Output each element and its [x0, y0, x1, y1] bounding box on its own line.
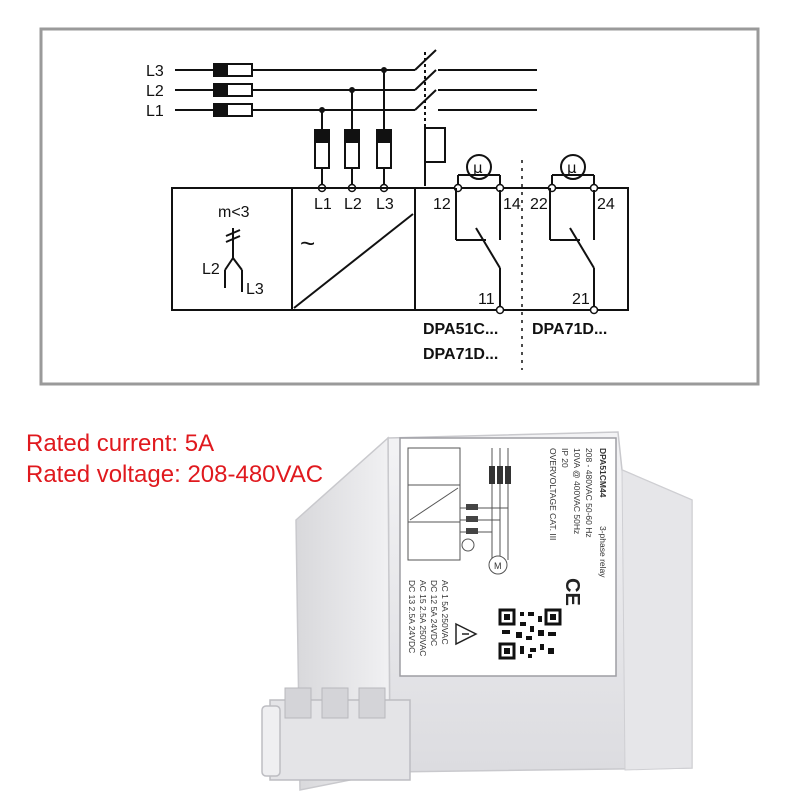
asymmetry-label: m<3	[218, 204, 250, 221]
relay-a-symbol: μ	[473, 159, 483, 177]
wiring-diagram: L3 L2 L1	[39, 27, 760, 386]
converter-symbol: ~	[300, 228, 315, 258]
rated-current-text: Rated current: 5A	[26, 430, 215, 457]
asymmetry-phase-right: L3	[246, 281, 264, 298]
terminal-label-l2: L2	[344, 196, 362, 213]
label-rating-2: DC 12 5A 24VDC	[429, 580, 439, 646]
label-power: 10VA @ 400VAC 50Hz	[572, 448, 582, 534]
contact-b-21: 21	[572, 291, 590, 308]
device-label: M DPA51CM44 3-phase relay 208 - 480VAC 5…	[399, 437, 617, 677]
din-clip	[261, 687, 411, 781]
contactor-contacts	[414, 49, 446, 186]
ce-mark: CE	[561, 578, 583, 606]
phase-label-l2: L2	[146, 83, 164, 100]
contact-b-24: 24	[597, 196, 615, 213]
contact-b-22: 22	[530, 196, 548, 213]
qr-code-icon	[498, 608, 562, 660]
contact-a-12: 12	[433, 196, 451, 213]
contactor-coil	[424, 127, 446, 163]
label-type: 3-phase relay	[598, 526, 608, 578]
label-rating-3: AC 15 2.5A 250VAC	[418, 580, 428, 656]
terminal-label-l3: L3	[376, 196, 394, 213]
svg-text:M: M	[494, 561, 502, 571]
terminal-label-l1: L1	[314, 196, 332, 213]
relay-b	[547, 154, 599, 315]
phase-label-l3: L3	[146, 63, 164, 80]
asymmetry-phase-left: L2	[202, 261, 220, 278]
label-rating-4: DC 13 2.5A 24VDC	[407, 580, 417, 653]
rated-voltage-text: Rated voltage: 208-480VAC	[26, 461, 324, 488]
label-overvoltage: OVERVOLTAGE CAT. III	[548, 448, 558, 540]
label-voltage: 208 - 480VAC 50-60 Hz	[584, 448, 594, 538]
label-rating-1: AC 1 5A 250VAC	[440, 580, 450, 645]
contact-a-11: 11	[478, 291, 495, 308]
model-label-b: DPA71D...	[532, 321, 607, 338]
model-label-a2: DPA71D...	[423, 346, 498, 363]
terminal-drops	[314, 70, 392, 193]
phase-label-l1: L1	[146, 103, 164, 120]
spec-callout: Rated current: 5A Rated voltage: 208-480…	[26, 428, 323, 490]
line-fuses	[213, 63, 253, 117]
relay-a	[453, 154, 505, 315]
contact-a-14: 14	[503, 196, 521, 213]
diagram-frame	[39, 27, 760, 386]
label-ip: IP 20	[560, 448, 570, 468]
relay-b-symbol: μ	[567, 159, 577, 177]
label-model: DPA51CM44	[598, 448, 608, 498]
output-block	[414, 187, 629, 311]
relay-device: M DPA51CM44 3-phase relay 208 - 480VAC 5…	[261, 431, 693, 791]
model-label-a1: DPA51C...	[423, 321, 498, 338]
